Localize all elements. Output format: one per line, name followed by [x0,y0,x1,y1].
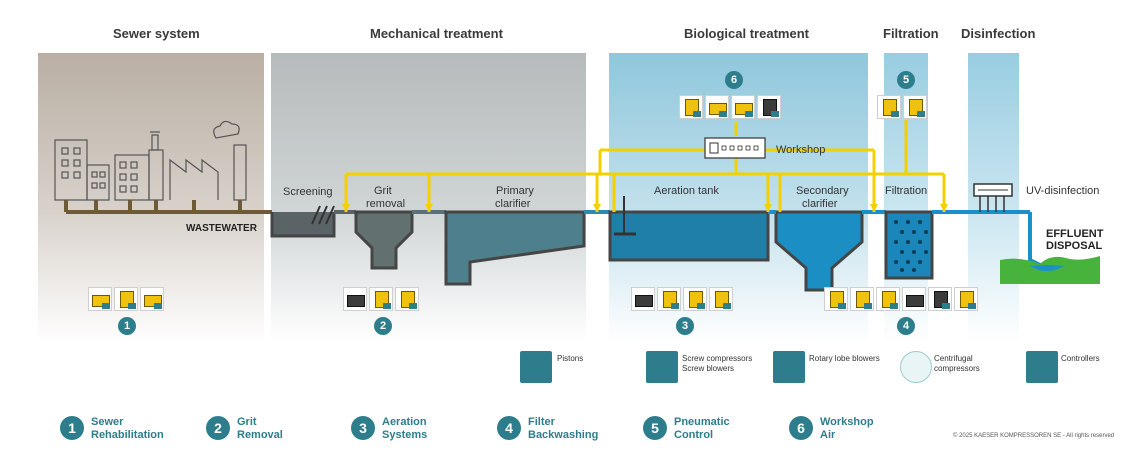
centrifugal-label-line2: compressors [934,364,980,373]
filtration-label: Filtration [885,185,928,197]
controller-icon [631,287,655,311]
secondary-clarifier-label-line2: clarifier [802,198,838,210]
primary-clarifier-label-line2: clarifier [495,198,531,210]
controllers-label: Controllers [1061,354,1100,363]
marker-5: 5 [897,71,915,89]
aeration-tank [608,196,770,262]
piston-compressor-icon [731,95,755,119]
rotary-lobe-blower-icon [954,287,978,311]
header-disinfection: Disinfection [961,26,1036,41]
screening-label: Screening [283,186,333,198]
controller-icon [343,287,367,311]
grit-removal-tank [354,210,414,270]
grit-removal-label-line2: removal [366,198,406,210]
marker-4: 4 [897,317,915,335]
aeration-equipment-icons [631,287,733,311]
centrifugal-label-line1: Centrifugal [934,354,973,363]
application-6-number: 6 [789,416,813,440]
marker-3: 3 [676,317,694,335]
controller-icon [902,287,926,311]
screw-compressor-icon [646,351,678,383]
marker-1: 1 [118,317,136,335]
aeration-tank-label: Aeration tank [654,185,719,197]
workshop-equipment-icons [679,95,781,119]
screw-compressor-icon [679,95,703,119]
rotary-lobe-blowers-label: Rotary lobe blowers [809,354,880,363]
copyright-text: © 2025 KAESER KOMPRESSOREN SE - All righ… [953,433,1115,439]
primary-clarifier-tank [444,210,586,286]
portable-compressor-icon [140,287,164,311]
workshop-unit [704,137,766,159]
header-sewer-system: Sewer system [113,26,200,41]
header-biological-treatment: Biological treatment [684,26,809,41]
application-5-number: 5 [643,416,667,440]
centrifugal-compressor-icon [900,351,932,383]
pistons-icon [520,351,552,383]
grit-removal-label-line1: Grit [374,185,392,197]
application-2-number: 2 [206,416,230,440]
application-3-number: 3 [351,416,375,440]
secondary-clarifier-tank [774,210,864,292]
rotary-lobe-blower-icon [824,287,848,311]
header-mechanical-treatment: Mechanical treatment [370,26,503,41]
effluent-label-line1: EFFLUENT [1046,228,1104,240]
screening-tank [270,205,336,238]
filtration-tank [884,210,934,280]
marker-2: 2 [374,317,392,335]
primary-clarifier-label-line1: Primary [496,185,534,197]
receiving-water [1000,256,1100,284]
screw-blower-icon [850,287,874,311]
centrifugal-compressor-icon [928,287,952,311]
screw-compressor-icon [709,287,733,311]
compressed-air-lines [344,120,946,212]
wastewater-label: WASTEWATER [186,223,257,234]
uv-disinfection-unit [973,183,1013,212]
air-valve-markers [342,204,948,212]
marker-6: 6 [725,71,743,89]
screw-blower-icon [657,287,681,311]
sewage-line [64,200,272,214]
rotary-lobe-blower-icon [773,351,805,383]
screw-compressor-icon [877,95,901,119]
sewer-equipment-icons [88,287,164,311]
workshop-label: Workshop [776,144,826,156]
header-filtration: Filtration [883,26,939,41]
screw-blowers-label: Screw blowers [682,364,735,373]
screw-compressor-icon [395,287,419,311]
portable-compressor-icon [88,287,112,311]
screw-blower-icon [683,287,707,311]
uv-disinfection-label: UV-disinfection [1026,185,1100,197]
screw-compressor-icon [369,287,393,311]
grit-removal-equipment-icons [343,287,419,311]
pistons-label: Pistons [557,354,584,363]
city-skyline [54,120,247,201]
dryer-icon [757,95,781,119]
pneumatic-control-equipment-icons [877,95,927,119]
controller-icon [1026,351,1058,383]
screw-compressor-icon [903,95,927,119]
secondary-clarifier-label-line1: Secondary [796,185,849,197]
screw-compressors-label: Screw compressors [682,354,753,363]
effluent-label-line2: DISPOSAL [1046,240,1103,252]
piston-compressor-icon [705,95,729,119]
application-4-number: 4 [497,416,521,440]
screw-compressor-icon [876,287,900,311]
portable-compressor-icon [114,287,138,311]
application-1-number: 1 [60,416,84,440]
effluent-line [932,210,1047,270]
filter-backwashing-equipment-icons [824,287,978,311]
